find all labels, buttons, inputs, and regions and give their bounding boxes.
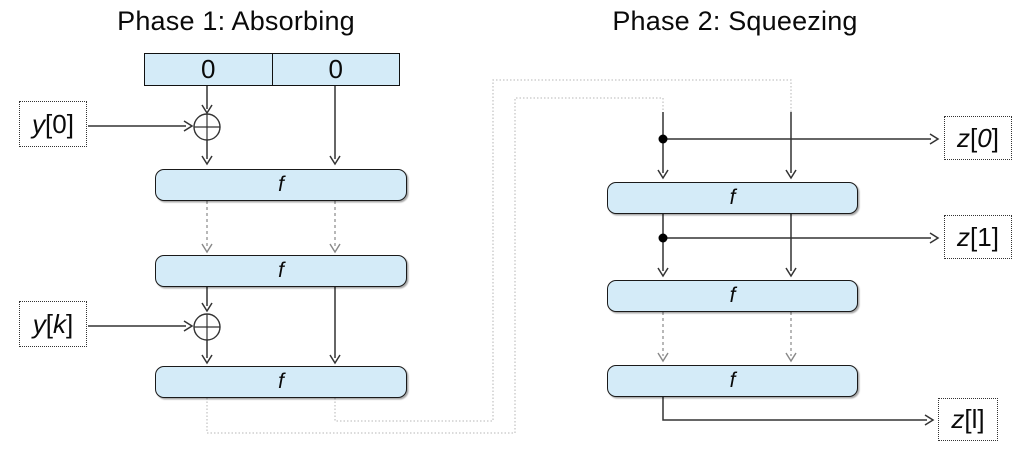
arrowhead-into-xor2 xyxy=(201,302,213,313)
xor-icon-1 xyxy=(193,113,221,141)
z0-index: 0 xyxy=(977,122,992,153)
f-box-squeeze-2: f xyxy=(607,280,858,312)
arrowhead-z0 xyxy=(929,133,940,145)
arrowhead-dashed-squeeze-right xyxy=(785,352,797,363)
arrowhead-xor2-f3 xyxy=(201,354,213,365)
y0-close-bracket: ] xyxy=(66,108,74,139)
z0-letter: z xyxy=(957,122,971,153)
z1-index: 1 xyxy=(977,221,992,252)
yk-open-bracket: [ xyxy=(45,308,53,339)
arrowhead-xor1-f1 xyxy=(201,155,213,166)
arrowhead-z1 xyxy=(929,232,940,244)
arrowhead-zl xyxy=(924,414,935,426)
output-label-z1: z[1] xyxy=(944,215,1012,259)
state-cell-rate: 0 xyxy=(145,54,273,85)
f-box-squeeze-1: f xyxy=(607,182,858,214)
f-box-squeeze-3: f xyxy=(607,365,858,397)
yk-close-bracket: ] xyxy=(66,308,74,339)
arrowhead-f2-f3-right xyxy=(329,354,341,365)
z1-letter: z xyxy=(957,221,971,252)
z0-close-bracket: ] xyxy=(991,122,999,153)
junction-dot-icon-1 xyxy=(658,134,668,144)
arrowhead-dashed-squeeze-left xyxy=(657,352,669,363)
y0-letter: y xyxy=(32,108,46,139)
zl-close-bracket: ] xyxy=(977,404,985,434)
arrowhead-squeezef2-right xyxy=(785,267,797,278)
feedback-wire-capacity xyxy=(334,79,792,422)
state-cell-capacity: 0 xyxy=(328,54,343,84)
wire-squeezef3-to-zl xyxy=(662,397,927,421)
yk-letter: y xyxy=(32,308,46,339)
xor-icon-2 xyxy=(193,313,221,341)
initial-state-register: 0 0 xyxy=(144,53,400,86)
zl-letter: z xyxy=(951,404,965,434)
junction-dot-icon-2 xyxy=(658,233,668,243)
f-box-absorb-2: f xyxy=(155,255,407,287)
output-label-zl: z[l] xyxy=(938,398,998,441)
input-label-yk: y[k] xyxy=(19,301,87,347)
arrowhead-dashed-absorb-left xyxy=(201,243,213,254)
input-label-y0: y[0] xyxy=(19,101,87,147)
z1-close-bracket: ] xyxy=(991,221,999,252)
arrowhead-squeezef2-left xyxy=(657,267,669,278)
f-box-absorb-1: f xyxy=(155,169,407,201)
phase1-title: Phase 1: Absorbing xyxy=(117,6,355,36)
arrowhead-into-xor1 xyxy=(201,104,213,115)
arrowhead-y0 xyxy=(183,120,194,132)
z0-open-bracket: [ xyxy=(970,122,978,153)
arrowhead-dashed-absorb-right xyxy=(329,243,341,254)
yk-index: k xyxy=(53,308,66,339)
arrowhead-squeezef1-right xyxy=(785,169,797,180)
phase2-title: Phase 2: Squeezing xyxy=(612,6,858,36)
arrowhead-state1-f1 xyxy=(329,155,341,166)
arrowhead-yk xyxy=(183,320,194,332)
zl-open-bracket: [ xyxy=(964,404,972,434)
zl-index: l xyxy=(971,404,978,434)
y0-open-bracket: [ xyxy=(45,108,53,139)
arrowhead-squeezef1-left xyxy=(657,169,669,180)
y0-index: 0 xyxy=(52,108,67,139)
f-box-absorb-3: f xyxy=(155,366,407,398)
z1-open-bracket: [ xyxy=(970,221,978,252)
output-label-z0: z[0] xyxy=(944,116,1012,160)
feedback-wire-rate xyxy=(206,97,664,434)
